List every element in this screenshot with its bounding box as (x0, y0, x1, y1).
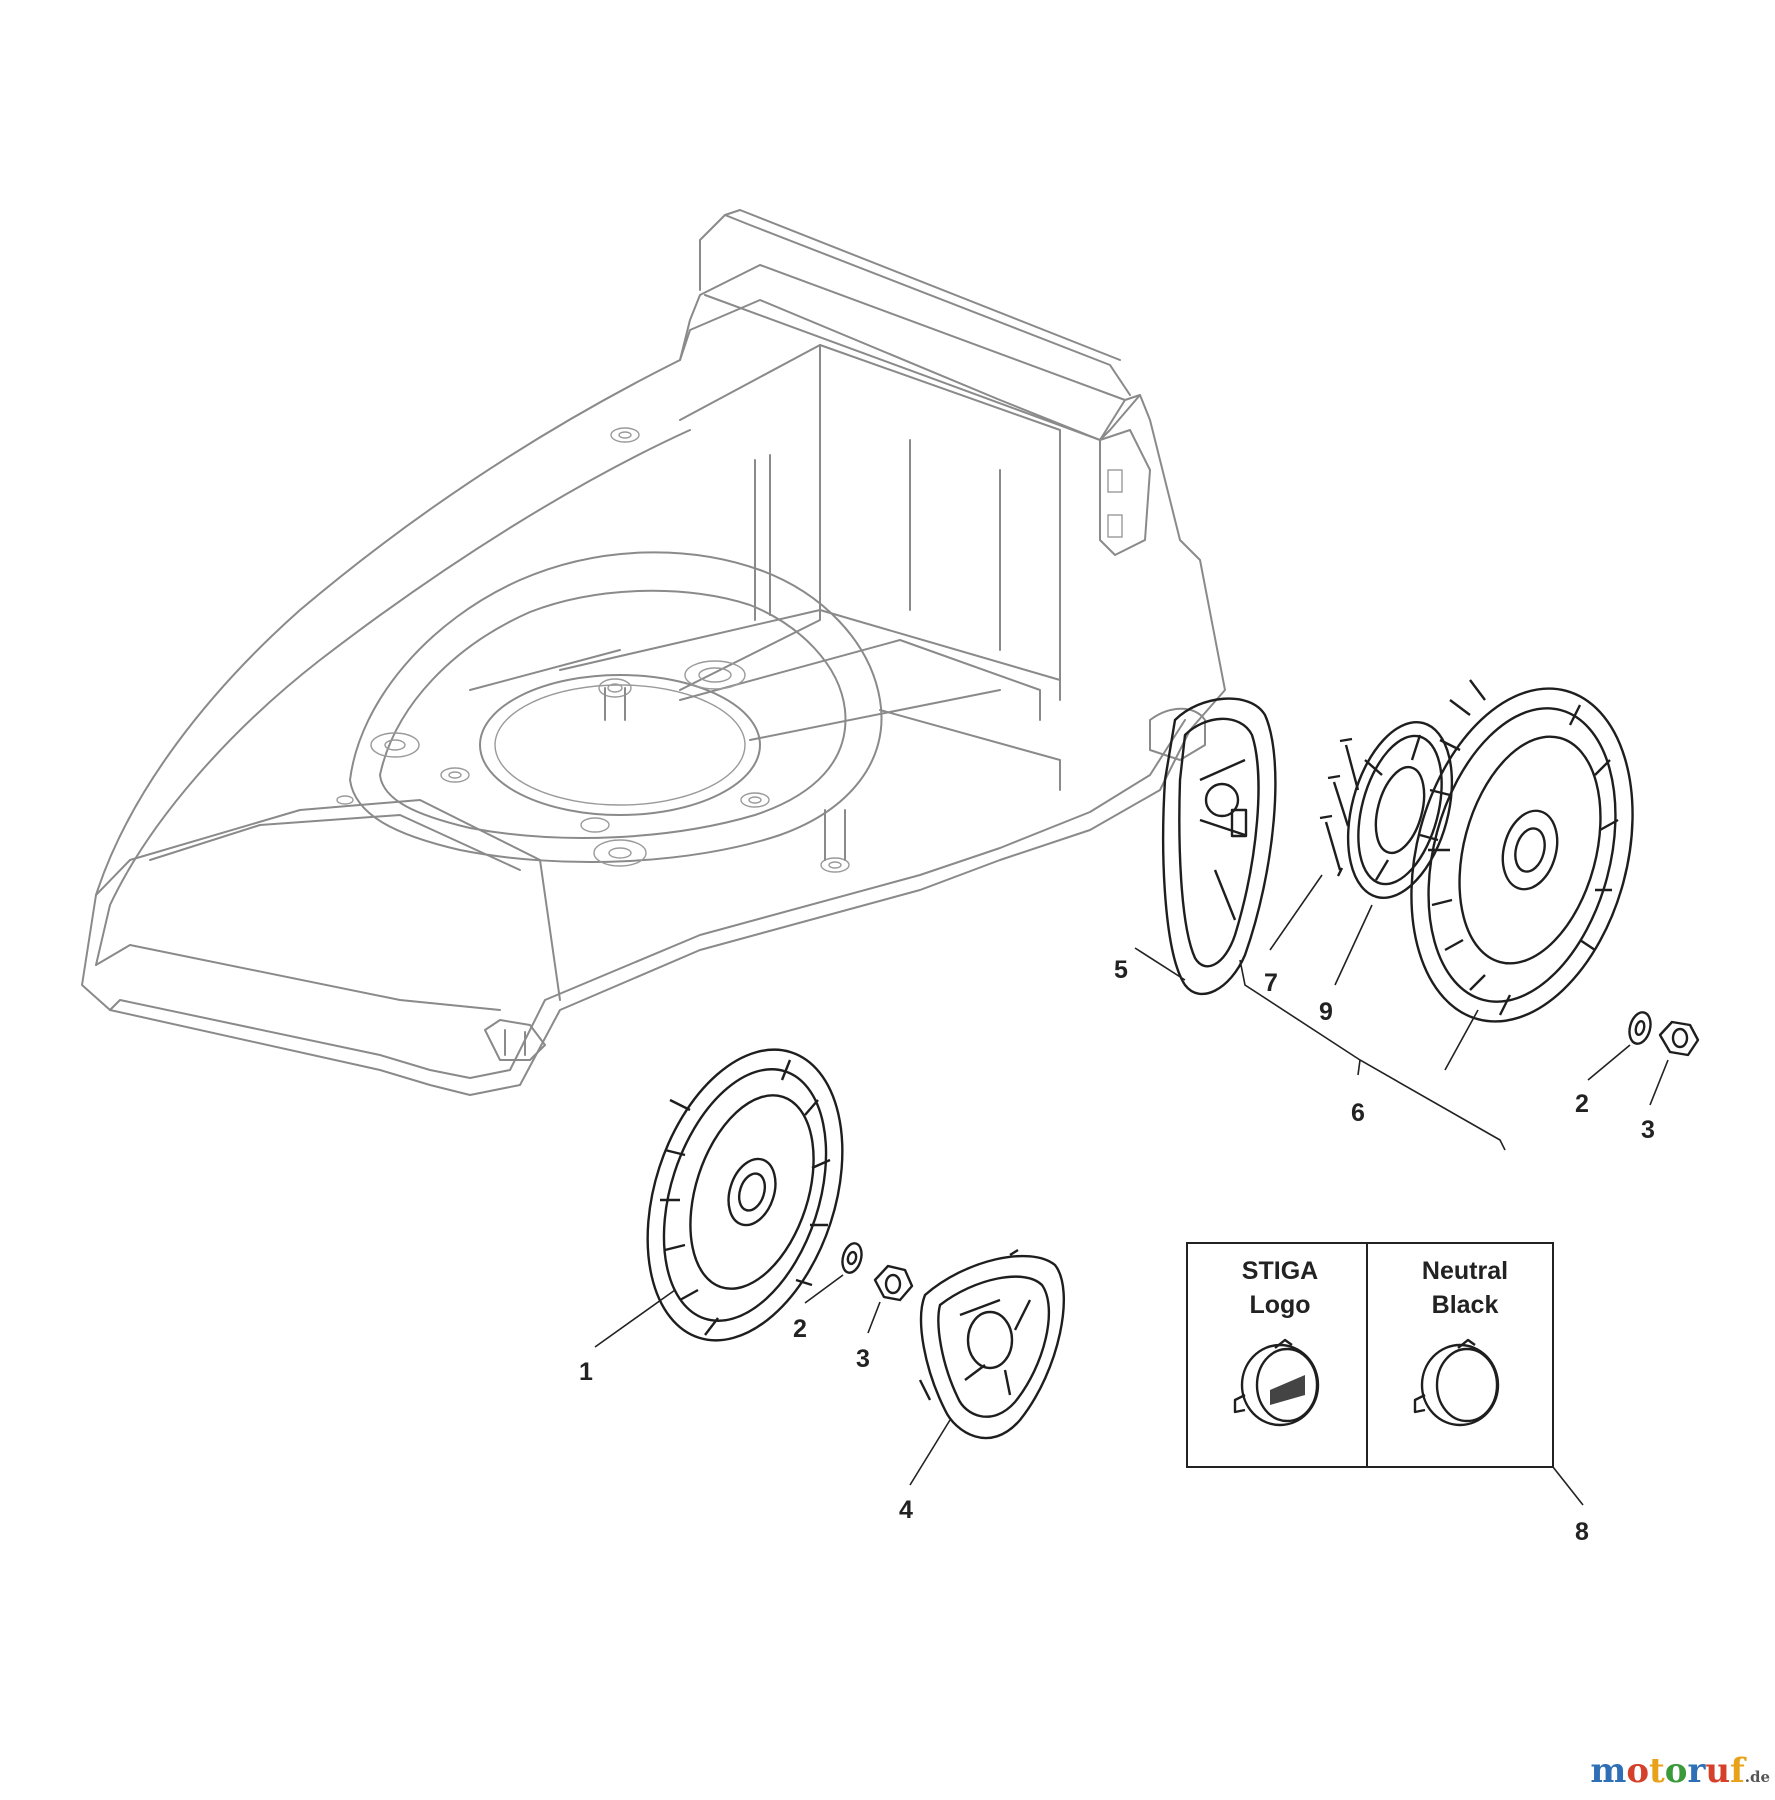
nut-right (1658, 1020, 1700, 1057)
part-9-gear-ring (1346, 720, 1454, 900)
rear-wheel-right (1410, 679, 1634, 1023)
callout-2-right: 2 (1575, 1090, 1589, 1118)
callout-3-left: 3 (856, 1345, 870, 1373)
neutral-label-line2: Black (1432, 1291, 1499, 1319)
callout-numbers: 1 2 3 4 5 6 7 9 2 3 8 (579, 956, 1655, 1546)
washer-left (841, 1242, 863, 1274)
stiga-label-line1: STIGA (1242, 1257, 1318, 1285)
part-7-screws (1319, 737, 1360, 877)
leader-lines (594, 874, 1669, 1506)
part-6-bracket (1239, 959, 1506, 1151)
neutral-label-line1: Neutral (1422, 1257, 1508, 1285)
callout-7: 7 (1264, 969, 1278, 997)
variant-labels: STIGA Logo Neutral Black (1242, 1257, 1508, 1319)
callout-4: 4 (899, 1496, 913, 1524)
neutral-black-cap-icon (1413, 1338, 1500, 1427)
callout-6: 6 (1351, 1099, 1365, 1127)
callout-3-right: 3 (1641, 1116, 1655, 1144)
watermark-logo: motoruf.de (1590, 1751, 1770, 1791)
part-4-hub-cover (918, 1248, 1066, 1440)
stiga-label-line2: Logo (1249, 1291, 1310, 1319)
callout-2-left: 2 (793, 1315, 807, 1343)
part-1-front-wheel (646, 1048, 844, 1342)
part-8-variant-box (1186, 1242, 1554, 1468)
watermark-text: motoruf.de (1590, 1751, 1770, 1791)
callout-9: 9 (1319, 998, 1333, 1026)
callout-8: 8 (1575, 1518, 1589, 1546)
callout-5: 5 (1114, 956, 1128, 984)
mower-deck (81, 209, 1226, 1096)
stiga-logo-cap-icon (1233, 1338, 1320, 1427)
part-5-hub-cover (1162, 697, 1277, 996)
nut-left (873, 1264, 914, 1302)
washer-right (1628, 1011, 1652, 1045)
callout-1: 1 (579, 1358, 593, 1386)
